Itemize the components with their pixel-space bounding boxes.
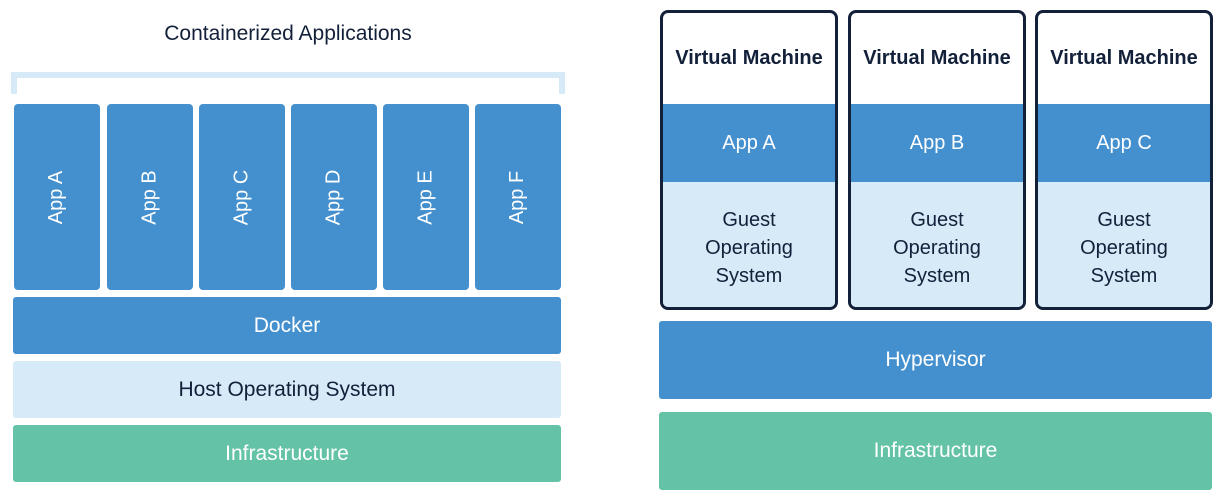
- guest-os-line: Guest: [910, 208, 964, 231]
- container-app-label: App D: [322, 169, 345, 225]
- guest-os-line: System: [1090, 264, 1158, 287]
- docker-layer: Docker: [13, 297, 561, 354]
- guest-os-line: Operating: [705, 236, 793, 259]
- vm-title: Virtual Machine: [863, 46, 1011, 69]
- guest-os-line: Operating: [1080, 236, 1168, 259]
- container-app-label: App B: [138, 169, 161, 225]
- container-infrastructure-layer: Infrastructure: [13, 425, 561, 482]
- virtual-machine-1: Virtual Machine App A Guest Operating Sy…: [660, 10, 838, 310]
- guest-os-line: Guest: [1097, 208, 1151, 231]
- container-app-b: App B: [107, 104, 193, 290]
- guest-os-line: Operating: [893, 236, 981, 259]
- container-app-label: App C: [230, 169, 253, 225]
- apps-bracket: [11, 72, 565, 94]
- container-app-label: App E: [414, 169, 437, 225]
- container-app-label: App F: [506, 170, 529, 224]
- container-app-e: App E: [383, 104, 469, 290]
- container-app-a: App A: [14, 104, 100, 290]
- guest-os: Guest Operating System: [663, 182, 835, 307]
- guest-os-line: System: [903, 264, 971, 287]
- virtual-machine-3: Virtual Machine App C Guest Operating Sy…: [1035, 10, 1213, 310]
- guest-os: Guest Operating System: [1038, 182, 1210, 307]
- containers-title: Containerized Applications: [164, 22, 412, 45]
- container-app-c: App C: [199, 104, 285, 290]
- vm-app: App B: [851, 104, 1023, 182]
- container-app-label: App A: [45, 170, 68, 224]
- vm-app: App A: [663, 104, 835, 182]
- container-app-d: App D: [291, 104, 377, 290]
- vm-infrastructure-layer: Infrastructure: [659, 412, 1212, 490]
- vm-app: App C: [1038, 104, 1210, 182]
- hypervisor-layer: Hypervisor: [659, 321, 1212, 399]
- guest-os: Guest Operating System: [851, 182, 1023, 307]
- guest-os-line: System: [715, 264, 783, 287]
- container-app-f: App F: [475, 104, 561, 290]
- host-os-layer: Host Operating System: [13, 361, 561, 418]
- vm-title: Virtual Machine: [675, 46, 823, 69]
- virtual-machine-2: Virtual Machine App B Guest Operating Sy…: [848, 10, 1026, 310]
- guest-os-line: Guest: [722, 208, 776, 231]
- vm-title: Virtual Machine: [1050, 46, 1198, 69]
